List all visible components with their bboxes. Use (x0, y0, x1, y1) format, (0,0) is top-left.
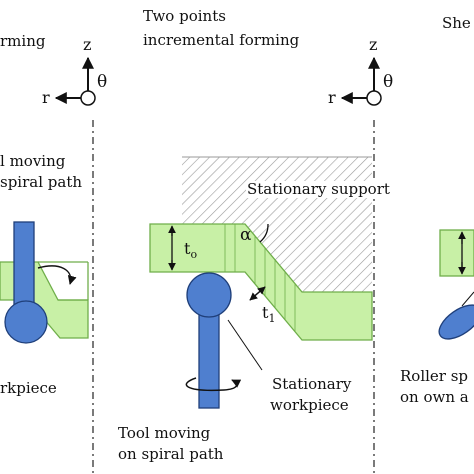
wall-angle-arc (259, 223, 269, 243)
axis-z-left: z (83, 35, 92, 54)
middle-tool-label-2: on spiral path (118, 445, 224, 463)
final-thickness-dimension (249, 286, 266, 301)
workpiece-leader (227, 319, 263, 371)
axis-r-left: r (42, 88, 50, 107)
axis-r-right: r (328, 88, 336, 107)
t1-label: t1 (262, 303, 275, 325)
middle-workpiece-label-2: workpiece (270, 396, 349, 414)
axes-left (54, 56, 96, 106)
right-roller (438, 291, 474, 340)
middle-workpiece-label-1: Stationary (272, 375, 352, 393)
left-tool-label-2: spiral path (0, 173, 83, 191)
left-tool-label-1: l moving (0, 152, 66, 170)
right-roller-label-1: Roller sp (400, 367, 469, 385)
axis-z-right: z (369, 35, 378, 54)
theta-circle-right (366, 90, 382, 106)
right-title-line-1: She (442, 14, 471, 32)
axis-theta-left: θ (97, 72, 108, 92)
middle-title-line-2: incremental forming (143, 31, 300, 49)
right-roller-label-2: on own a (400, 388, 469, 406)
left-workpiece-label: rkpiece (0, 379, 57, 397)
middle-workpiece (149, 223, 373, 341)
middle-tool (185, 272, 242, 409)
middle-title-line-1: Two points (143, 7, 226, 25)
support-label: Stationary support (246, 180, 391, 199)
left-title-line-2: rming (0, 32, 46, 50)
axes-right (340, 56, 382, 106)
middle-tool-label-1: Tool moving (118, 424, 211, 442)
theta-circle-left (80, 90, 96, 106)
left-tool (4, 221, 77, 344)
axis-theta-right: θ (383, 72, 394, 92)
t0-label: to (184, 239, 197, 261)
right-workpiece (439, 229, 474, 277)
alpha-label: α (240, 225, 252, 245)
